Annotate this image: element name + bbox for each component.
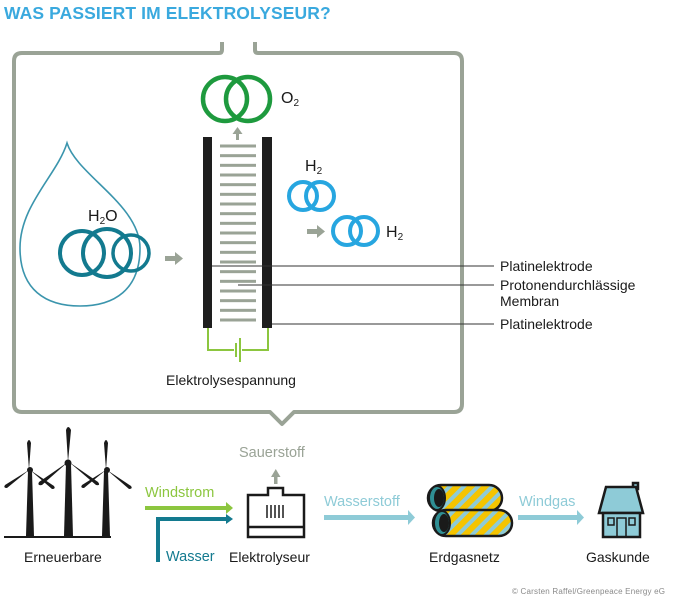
label-membrane-line1: Protonendurchlässige bbox=[500, 277, 636, 293]
membrane-line bbox=[220, 154, 256, 158]
arrow-right-icon bbox=[165, 252, 183, 265]
gas-pipes-icon bbox=[426, 483, 514, 538]
membrane-line bbox=[220, 212, 256, 216]
house-icon bbox=[597, 481, 645, 539]
hydrogen-formula-top: H2 bbox=[305, 158, 323, 177]
station-label-electrolyser: Elektrolyseur bbox=[229, 549, 310, 565]
wind-turbines-icon bbox=[4, 427, 132, 538]
membrane-line bbox=[220, 231, 256, 235]
arrow-up-icon bbox=[232, 127, 243, 140]
membrane-line bbox=[220, 173, 256, 177]
label-voltage: Elektrolysespannung bbox=[166, 372, 296, 388]
label-membrane-line2: Membran bbox=[500, 293, 560, 309]
water-formula: H2O bbox=[88, 208, 118, 227]
image-credit: © Carsten Raffel/Greenpeace Energy eG bbox=[512, 587, 666, 596]
arrow-right-icon bbox=[307, 225, 325, 238]
membrane-line bbox=[220, 250, 256, 254]
wind-power-arrow bbox=[145, 502, 233, 514]
voltage-source-icon bbox=[207, 328, 269, 362]
water-drop-icon bbox=[19, 140, 141, 307]
membrane-line bbox=[220, 163, 256, 167]
hydrogen-molecule-icon bbox=[287, 180, 336, 212]
electrolyser-icon bbox=[246, 486, 306, 539]
label-electrode-bottom: Platinelektrode bbox=[500, 316, 593, 332]
label-electrode-top: Platinelektrode bbox=[500, 258, 593, 274]
page-title: WAS PASSIERT IM ELEKTROLYSEUR? bbox=[4, 3, 331, 23]
station-label-renewables: Erneuerbare bbox=[24, 549, 102, 565]
electrode-right bbox=[262, 137, 272, 328]
membrane-line bbox=[220, 289, 256, 293]
hydrogen-formula-right: H2 bbox=[386, 224, 404, 243]
membrane-line bbox=[220, 279, 256, 283]
water-molecule-icon bbox=[58, 227, 151, 279]
oxygen-formula: O2 bbox=[281, 90, 300, 109]
hydrogen-molecule-icon bbox=[331, 215, 380, 247]
label-oxygen-flow: Sauerstoff bbox=[239, 445, 305, 461]
label-windgas-flow: Windgas bbox=[519, 494, 576, 510]
label-water-flow: Wasser bbox=[166, 549, 215, 565]
oxygen-molecule-icon bbox=[200, 74, 273, 124]
membrane-line bbox=[220, 308, 256, 312]
callout-frame bbox=[12, 42, 464, 426]
oxygen-arrow bbox=[271, 469, 281, 484]
label-wind-power: Windstrom bbox=[145, 485, 215, 501]
electrode-left bbox=[203, 137, 212, 328]
membrane-line bbox=[220, 241, 256, 245]
label-hydrogen-flow: Wasserstoff bbox=[324, 494, 400, 510]
membrane-line bbox=[220, 183, 256, 187]
leader-lines bbox=[212, 265, 494, 325]
membrane-line bbox=[220, 318, 256, 322]
membrane-line bbox=[220, 260, 256, 264]
water-arrow bbox=[156, 517, 226, 562]
hydrogen-arrow bbox=[324, 510, 415, 525]
station-label-gas-grid: Erdgasnetz bbox=[429, 549, 500, 565]
membrane-line bbox=[220, 221, 256, 225]
station-label-customer: Gaskunde bbox=[586, 549, 650, 565]
membrane-line bbox=[220, 299, 256, 303]
windgas-arrow bbox=[518, 510, 584, 525]
membrane-line bbox=[220, 202, 256, 206]
membrane-line bbox=[220, 192, 256, 196]
membrane-line bbox=[220, 144, 256, 148]
membrane-line bbox=[220, 270, 256, 274]
membrane bbox=[220, 144, 256, 322]
